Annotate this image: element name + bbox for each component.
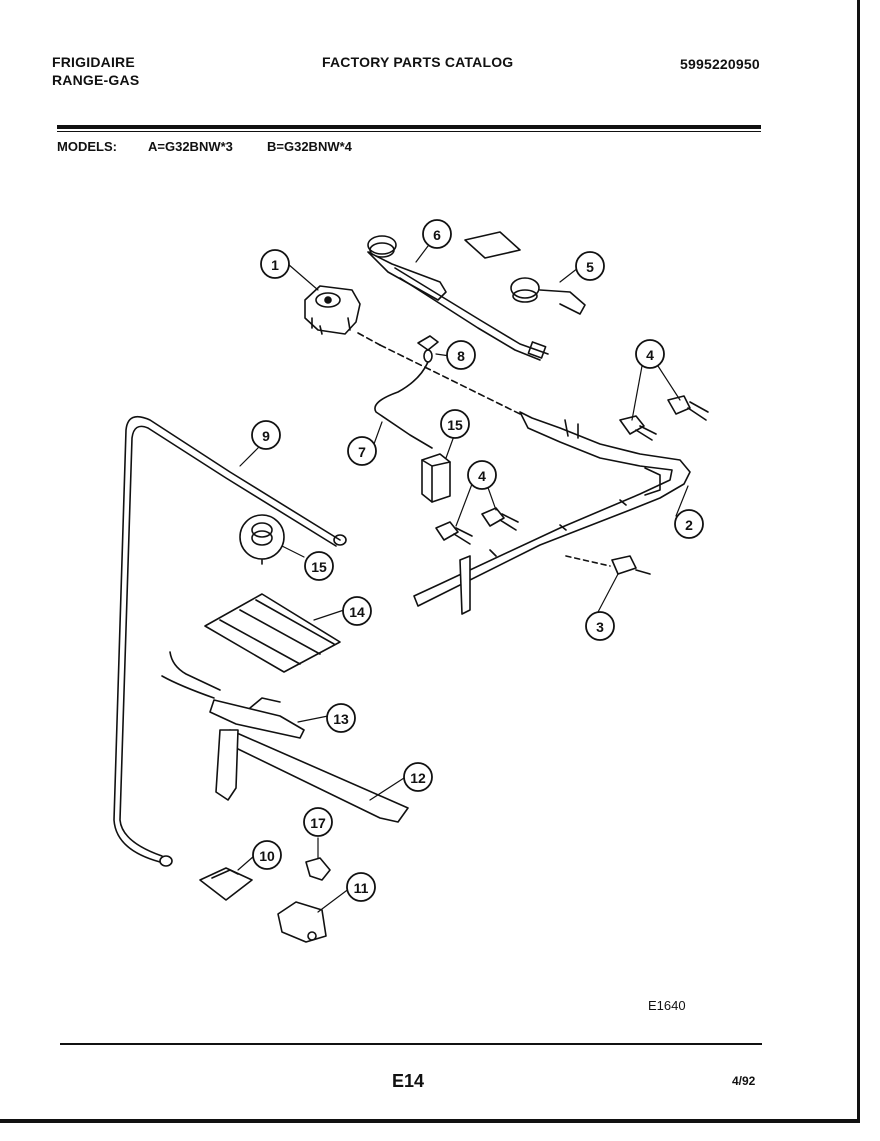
part-burner-valve-upper <box>619 395 709 441</box>
footer-rule <box>60 1043 762 1045</box>
part-fitting-nut <box>239 514 285 565</box>
part-oven-burner <box>161 651 305 739</box>
page-number: E14 <box>392 1071 425 1091</box>
product-label: RANGE-GAS <box>52 72 140 88</box>
catalog-title: FACTORY PARTS CATALOG <box>322 54 514 70</box>
footer-date: 4/92 <box>732 1074 756 1088</box>
callout-15-nut: 15 <box>311 559 327 575</box>
callout-1: 1 <box>271 257 279 273</box>
part-oven-burner-tube <box>113 415 347 867</box>
page-frame-bottom <box>0 1119 860 1123</box>
callout-9: 9 <box>262 428 270 444</box>
model-a: A=G32BNW*3 <box>148 139 233 154</box>
part-burner-arm-right <box>464 231 586 315</box>
part-burner-arm-left <box>367 235 549 361</box>
callout-10: 10 <box>259 848 275 864</box>
part-igniter-module <box>421 453 451 503</box>
callout-12: 12 <box>410 770 426 786</box>
callout-7: 7 <box>358 444 366 460</box>
part-mounting-bracket <box>277 901 327 943</box>
callout-8: 8 <box>457 348 465 364</box>
part-oven-igniter <box>199 867 253 901</box>
callout-13: 13 <box>333 711 349 727</box>
part-burner-valve-lower <box>435 507 519 545</box>
callout-15-module: 15 <box>447 417 463 433</box>
part-clip <box>305 857 331 881</box>
header-rule-thin <box>57 131 761 132</box>
catalog-number: 5995220950 <box>680 56 760 72</box>
header-rule <box>57 125 761 129</box>
figure-code: E1640 <box>648 998 686 1013</box>
part-heat-shield <box>204 593 341 673</box>
part-thermocouple-wire <box>374 335 439 449</box>
callout-6: 6 <box>433 227 441 243</box>
page-frame-right <box>857 0 860 1122</box>
callout-14: 14 <box>349 604 365 620</box>
callout-17: 17 <box>310 815 326 831</box>
part-oven-valve <box>565 555 651 575</box>
callout-4-upper: 4 <box>646 347 654 363</box>
callout-3: 3 <box>596 619 604 635</box>
part-regulator <box>304 285 381 346</box>
model-b: B=G32BNW*4 <box>267 139 352 154</box>
callout-5: 5 <box>586 259 594 275</box>
callout-2: 2 <box>685 517 693 533</box>
part-gas-manifold <box>379 344 691 615</box>
callout-4-lower: 4 <box>478 468 486 484</box>
brand-label: FRIGIDAIRE <box>52 54 135 70</box>
models-label: MODELS: <box>57 139 117 154</box>
callout-11: 11 <box>354 880 369 896</box>
part-burner-bracket <box>215 729 409 823</box>
